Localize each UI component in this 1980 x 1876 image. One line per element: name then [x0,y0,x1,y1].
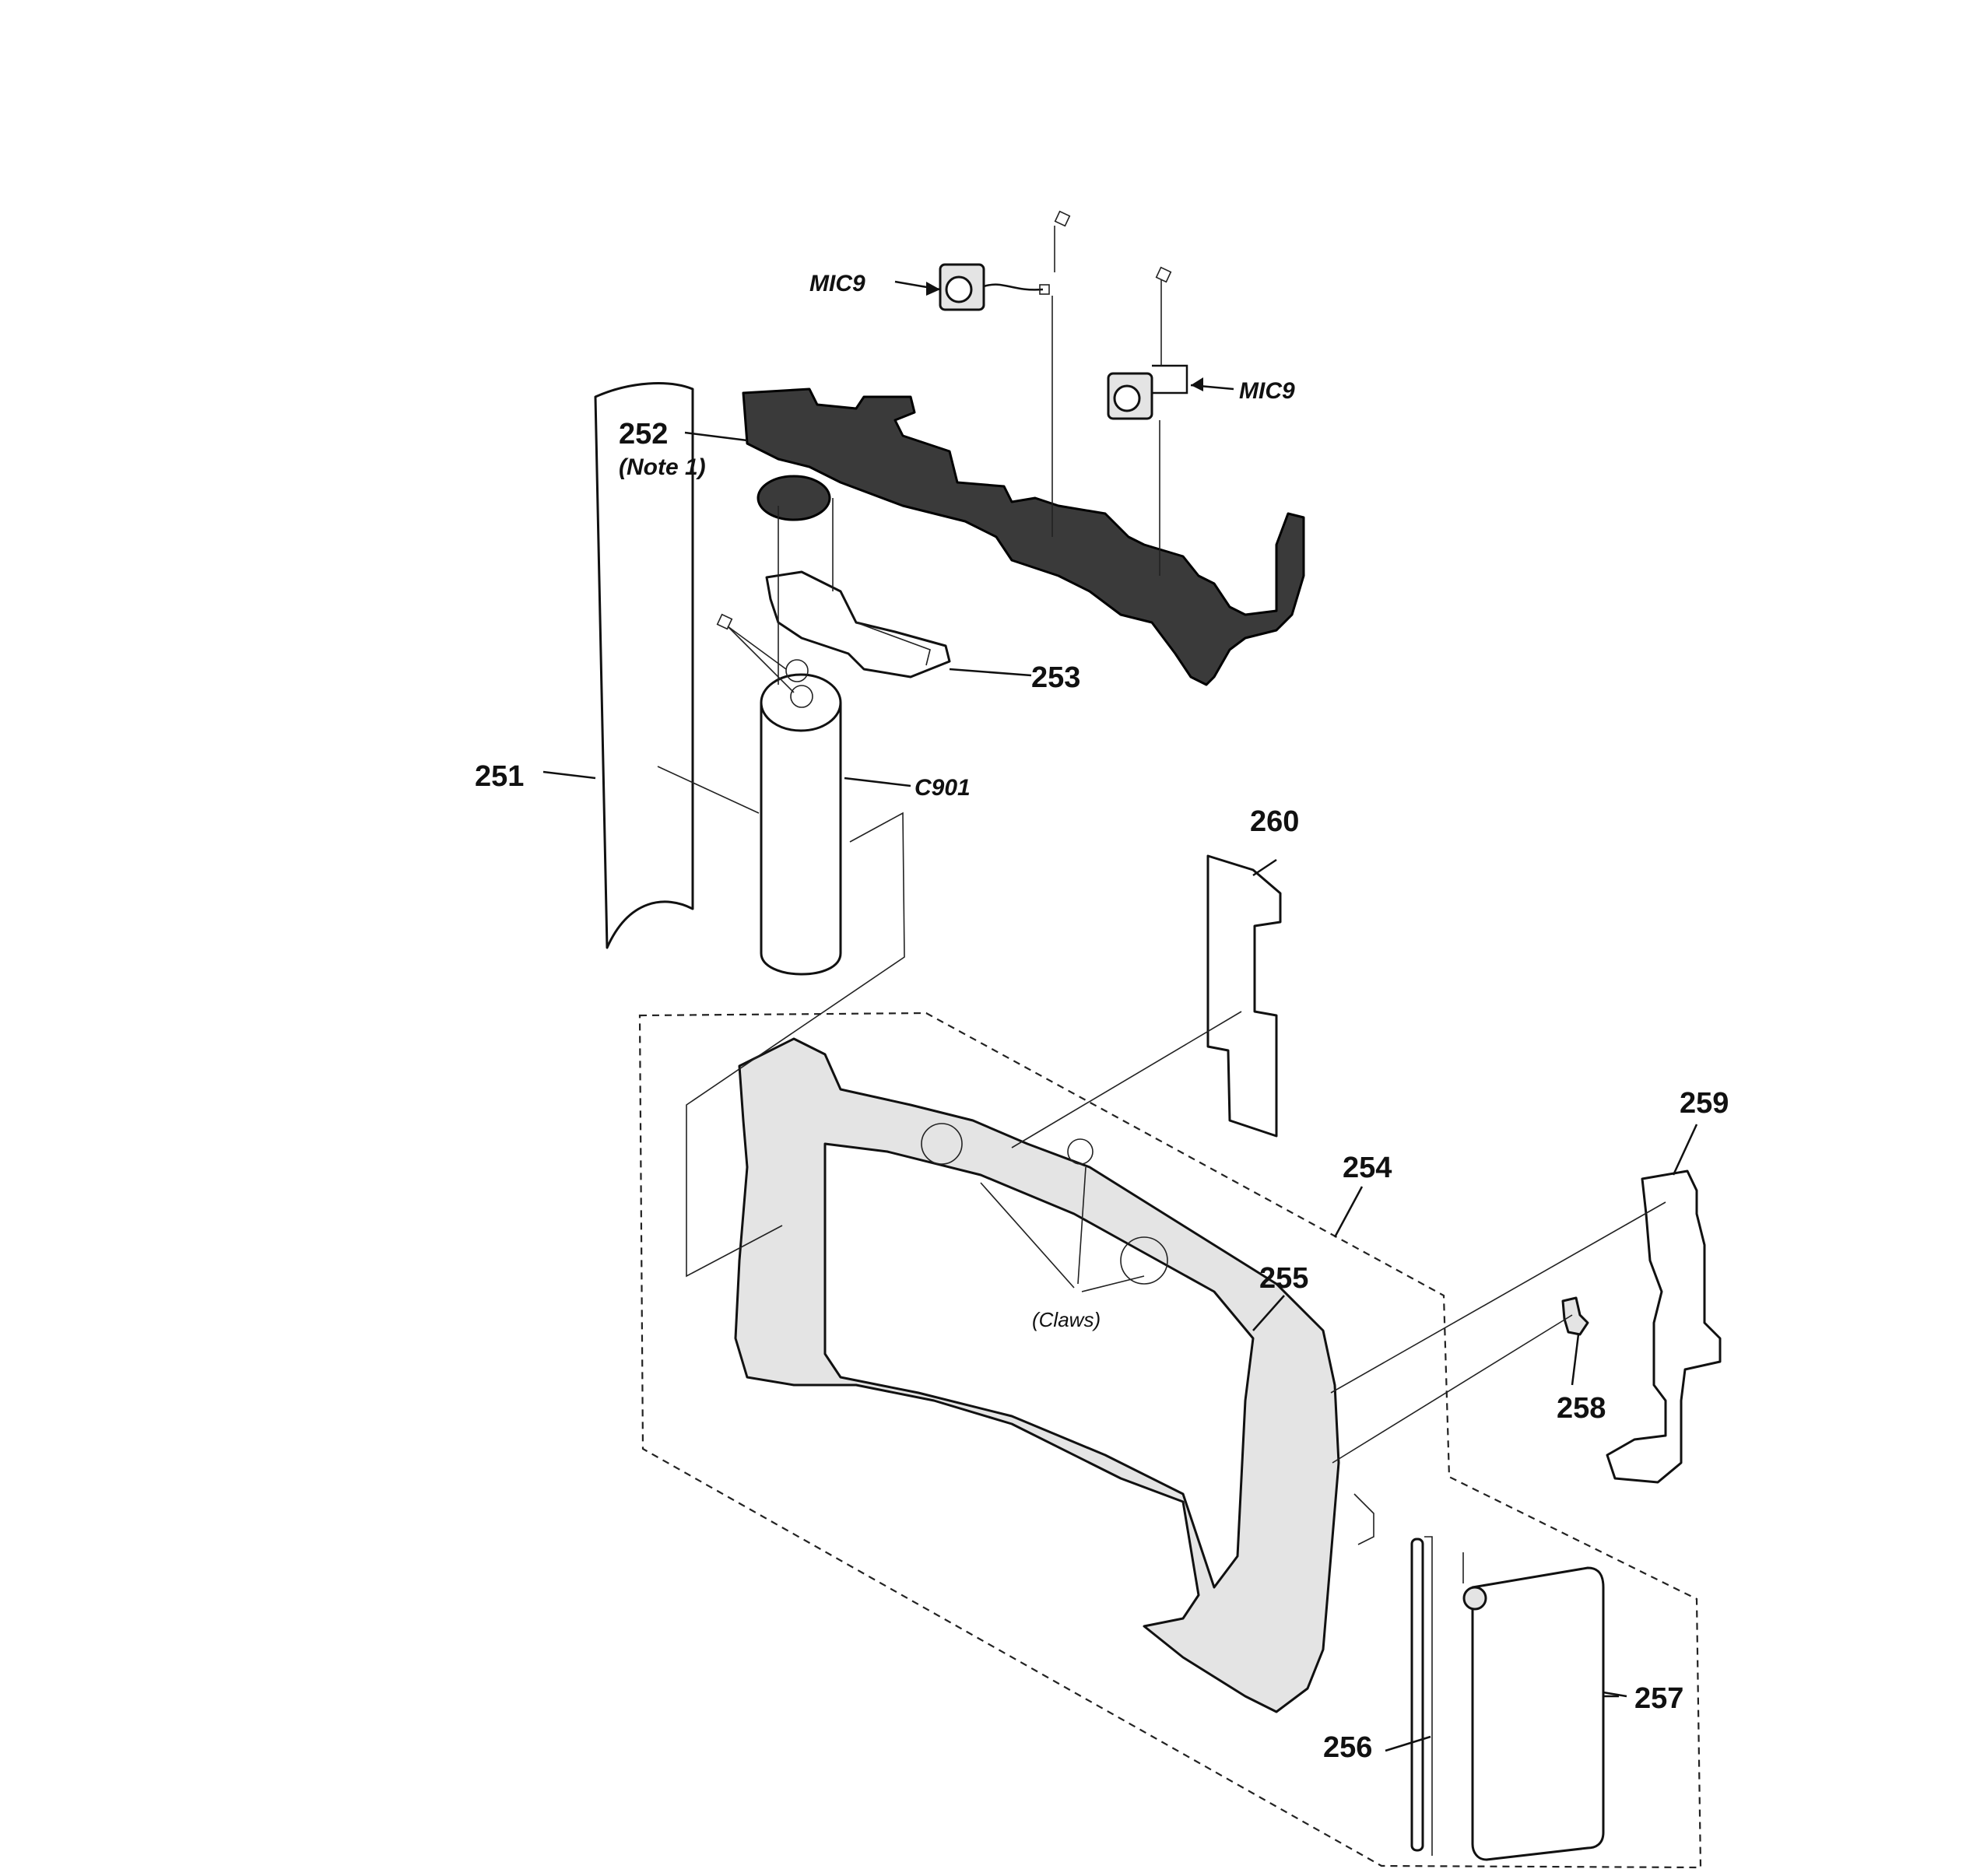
sheet-260 [1206,854,1282,1138]
label-252: 252 [619,418,668,451]
leader-lines [542,280,1698,1752]
label-claws: (Claws) [1032,1308,1101,1331]
label-257: 257 [1634,1682,1683,1715]
label-260: 260 [1250,805,1299,838]
label-c901: C901 [915,775,971,801]
label-256: 256 [1323,1731,1372,1764]
label-note-1: (Note 1) [619,454,706,480]
label-253: 253 [1031,661,1080,694]
label-mic-right: MIC9 [1239,378,1295,404]
microphone-right [1107,364,1188,420]
label-255: 255 [1259,1262,1308,1295]
assembly-guide-lines [657,226,1666,1583]
sheet-251 [594,382,694,949]
screw-markers [716,210,1172,630]
label-259: 259 [1680,1087,1729,1120]
assembly-254-boundary [638,1012,1702,1869]
label-258: 258 [1557,1392,1606,1425]
arrowheads [926,282,1203,391]
flex-board-252 [742,387,1305,686]
label-mic-left: MIC9 [809,271,865,296]
lid-257 [1462,1566,1605,1861]
capacitor-c901 [760,659,842,976]
label-254: 254 [1343,1152,1392,1184]
screw-258 [1561,1296,1589,1336]
bracket-253 [765,570,951,679]
strip-256 [1410,1536,1433,1856]
microphone-left [939,263,1050,311]
label-251: 251 [475,760,524,793]
bracket-259 [1606,1169,1722,1484]
frame-255 [734,1037,1340,1713]
